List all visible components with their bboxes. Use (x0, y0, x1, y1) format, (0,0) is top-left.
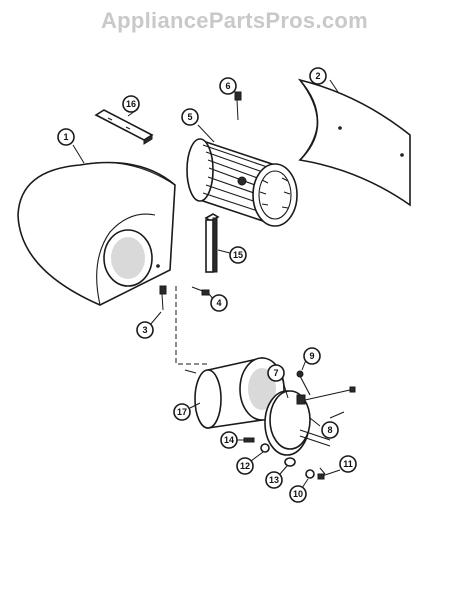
part-13-spacer (284, 457, 296, 467)
callout-7: 7 (267, 364, 285, 382)
part-2-cutoff-panel (297, 78, 411, 207)
callout-2: 2 (309, 67, 327, 85)
callout-10: 10 (289, 485, 307, 503)
part-16-bracket (94, 109, 154, 145)
part-4-bolt (191, 286, 210, 296)
svg-text:14: 14 (224, 435, 234, 445)
assembly-line (175, 286, 208, 365)
watermark: AppliancePartsPros.com (100, 8, 369, 33)
callout-4: 4 (210, 294, 228, 312)
part-5-blower-wheel (186, 138, 298, 227)
callout-15: 15 (229, 246, 247, 264)
part-1-blower-housing (17, 161, 176, 306)
svg-text:1: 1 (63, 132, 68, 142)
callout-6: 6 (219, 77, 237, 95)
callout-13: 13 (265, 471, 283, 489)
callout-3: 3 (136, 321, 154, 339)
callout-17: 17 (173, 403, 191, 421)
svg-text:11: 11 (343, 459, 353, 469)
callout-5: 5 (181, 108, 199, 126)
svg-text:17: 17 (177, 407, 187, 417)
part-12-washer (260, 443, 270, 453)
callout-12: 12 (236, 457, 254, 475)
callout-14: 14 (220, 431, 238, 449)
svg-text:9: 9 (309, 351, 314, 361)
callout-16: 16 (122, 95, 140, 113)
svg-text:3: 3 (142, 325, 147, 335)
svg-text:4: 4 (216, 298, 221, 308)
part-9-screw (296, 370, 311, 396)
part-7-mounting-band (264, 390, 331, 456)
svg-text:7: 7 (273, 368, 278, 378)
part-14-pin (243, 437, 255, 443)
leader-lines (72, 79, 339, 489)
svg-text:16: 16 (126, 99, 136, 109)
svg-text:6: 6 (225, 81, 230, 91)
part-17-motor (184, 357, 285, 429)
part-11-bolt (317, 469, 341, 480)
callout-11: 11 (339, 455, 357, 473)
part-15-post (204, 213, 220, 273)
svg-text:15: 15 (233, 250, 243, 260)
callout-9: 9 (303, 347, 321, 365)
svg-text:10: 10 (293, 489, 303, 499)
callout-8: 8 (321, 421, 339, 439)
part-6-screw (234, 91, 242, 121)
part-8-screw (304, 386, 356, 419)
part-10-nut (305, 469, 315, 479)
part-3-screw (159, 285, 167, 311)
svg-text:12: 12 (240, 461, 250, 471)
svg-text:8: 8 (327, 425, 332, 435)
svg-text:5: 5 (187, 112, 192, 122)
callout-1: 1 (57, 128, 75, 146)
svg-text:13: 13 (269, 475, 279, 485)
svg-text:2: 2 (315, 71, 320, 81)
